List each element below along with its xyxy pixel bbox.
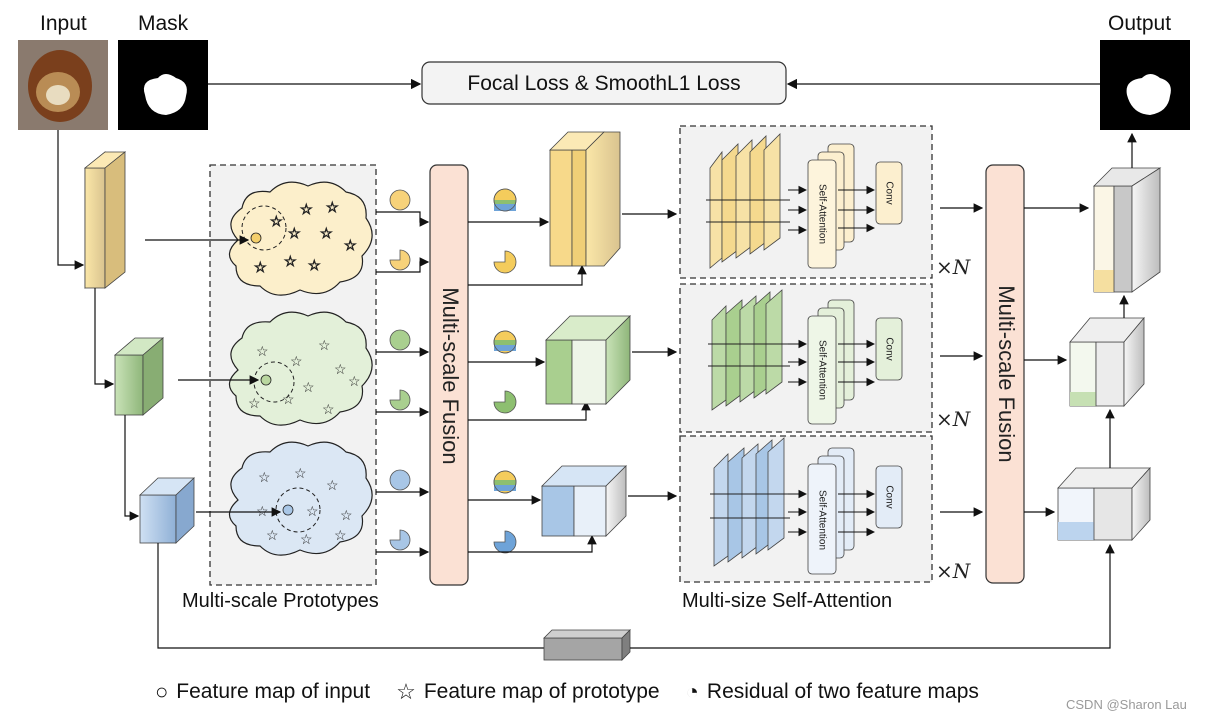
- svg-text:☆: ☆: [344, 237, 357, 253]
- svg-text:☆: ☆: [302, 379, 315, 395]
- multi-scale-fusion-left: Multi-scale Fusion: [429, 164, 469, 586]
- circle-icon: ○: [155, 679, 169, 704]
- svg-text:☆: ☆: [282, 391, 295, 407]
- svg-text:☆: ☆: [294, 465, 307, 481]
- output-image: [1100, 40, 1190, 130]
- loss-box: Focal Loss & SmoothL1 Loss: [421, 61, 787, 105]
- svg-text:☆: ☆: [326, 199, 339, 215]
- fusion-left-text: Multi-scale Fusion: [438, 287, 463, 464]
- star-icons-yellow: ☆ ☆ ☆ ☆ ☆ ☆ ☆ ☆ ☆: [254, 199, 357, 276]
- output-feature-top: [1093, 167, 1162, 293]
- input-label: Input: [40, 12, 87, 35]
- svg-text:☆: ☆: [320, 225, 333, 241]
- times-n-blue: ×N: [936, 559, 972, 583]
- fused-icons: [493, 188, 517, 554]
- star-icon: ☆: [396, 679, 416, 704]
- self-attention-block-yellow: Self-Attention Conv: [679, 125, 933, 279]
- sa-text-green: Self-Attention: [816, 340, 827, 400]
- svg-text:☆: ☆: [308, 257, 321, 273]
- prototypes-label: Multi-scale Prototypes: [182, 590, 379, 612]
- legend-star-text: Feature map of prototype: [423, 680, 660, 703]
- svg-text:☆: ☆: [322, 401, 335, 417]
- svg-text:☆: ☆: [270, 213, 283, 229]
- encoder-feature-yellow: [83, 151, 127, 289]
- svg-text:☆: ☆: [284, 253, 297, 269]
- prototype-cloud-green: ☆ ☆ ☆ ☆ ☆ ☆ ☆ ☆ ☆: [228, 311, 373, 426]
- self-attention-block-green: Self-Attention Conv: [679, 283, 933, 433]
- star-icons-green: ☆ ☆ ☆ ☆ ☆ ☆ ☆ ☆ ☆: [248, 337, 361, 417]
- residual-icon: ◔: [685, 679, 699, 704]
- svg-text:☆: ☆: [334, 361, 347, 377]
- encoder-feature-green: [113, 337, 165, 416]
- conv-text-green: Conv: [883, 337, 894, 360]
- output-feature-middle: [1069, 316, 1145, 408]
- legend-residual: ◔ Residual of two feature maps: [686, 680, 979, 704]
- times-n-yellow: ×N: [936, 255, 972, 279]
- svg-text:☆: ☆: [318, 337, 331, 353]
- svg-text:☆: ☆: [326, 477, 339, 493]
- legend: ○ Feature map of input ☆ Feature map of …: [155, 680, 995, 704]
- legend-circle: ○ Feature map of input: [155, 680, 370, 704]
- fusion-right-text: Multi-scale Fusion: [994, 285, 1019, 462]
- multi-scale-fusion-right: Multi-scale Fusion: [985, 164, 1025, 584]
- residual-icons: [389, 249, 411, 551]
- sa-text-blue: Self-Attention: [816, 490, 827, 550]
- sa-text-yellow: Self-Attention: [816, 184, 827, 244]
- input-feature-icons: [389, 189, 411, 491]
- prototype-cloud-yellow: ☆ ☆ ☆ ☆ ☆ ☆ ☆ ☆ ☆: [228, 181, 373, 296]
- svg-text:☆: ☆: [256, 503, 269, 519]
- conv-text-blue: Conv: [883, 485, 894, 508]
- encoder-feature-blue: [138, 477, 196, 544]
- svg-text:☆: ☆: [340, 507, 353, 523]
- loss-text: Focal Loss & SmoothL1 Loss: [467, 72, 740, 95]
- svg-text:☆: ☆: [306, 503, 319, 519]
- output-feature-bottom: [1057, 466, 1151, 542]
- times-n-green: ×N: [936, 407, 972, 431]
- svg-text:☆: ☆: [254, 259, 267, 275]
- conv-text-yellow: Conv: [883, 181, 894, 204]
- svg-text:☆: ☆: [300, 201, 313, 217]
- mask-image: [118, 40, 208, 130]
- svg-text:☆: ☆: [288, 225, 301, 241]
- legend-circle-text: Feature map of input: [176, 680, 371, 703]
- svg-text:☆: ☆: [290, 353, 303, 369]
- mask-label: Mask: [138, 12, 189, 35]
- prototype-cloud-blue: ☆ ☆ ☆ ☆ ☆ ☆ ☆ ☆ ☆: [228, 441, 373, 556]
- svg-text:☆: ☆: [266, 527, 279, 543]
- input-image: [18, 40, 108, 130]
- star-icons-blue: ☆ ☆ ☆ ☆ ☆ ☆ ☆ ☆ ☆: [256, 465, 353, 547]
- svg-text:☆: ☆: [348, 373, 361, 389]
- svg-text:☆: ☆: [258, 469, 271, 485]
- skip-connection: [157, 543, 1115, 661]
- legend-residual-text: Residual of two feature maps: [706, 680, 979, 703]
- svg-text:☆: ☆: [248, 395, 261, 411]
- self-attention-block-blue: Self-Attention Conv: [679, 435, 933, 583]
- fused-feature-green: [545, 315, 631, 405]
- legend-star: ☆ Feature map of prototype: [396, 680, 660, 704]
- svg-text:☆: ☆: [300, 531, 313, 547]
- watermark: CSDN @Sharon Lau: [1066, 697, 1187, 712]
- fused-feature-yellow: [549, 131, 621, 267]
- svg-text:☆: ☆: [334, 527, 347, 543]
- fused-feature-blue: [541, 465, 627, 537]
- self-attention-region-label: Multi-size Self-Attention: [682, 590, 893, 612]
- output-label: Output: [1108, 12, 1172, 35]
- svg-text:☆: ☆: [256, 343, 269, 359]
